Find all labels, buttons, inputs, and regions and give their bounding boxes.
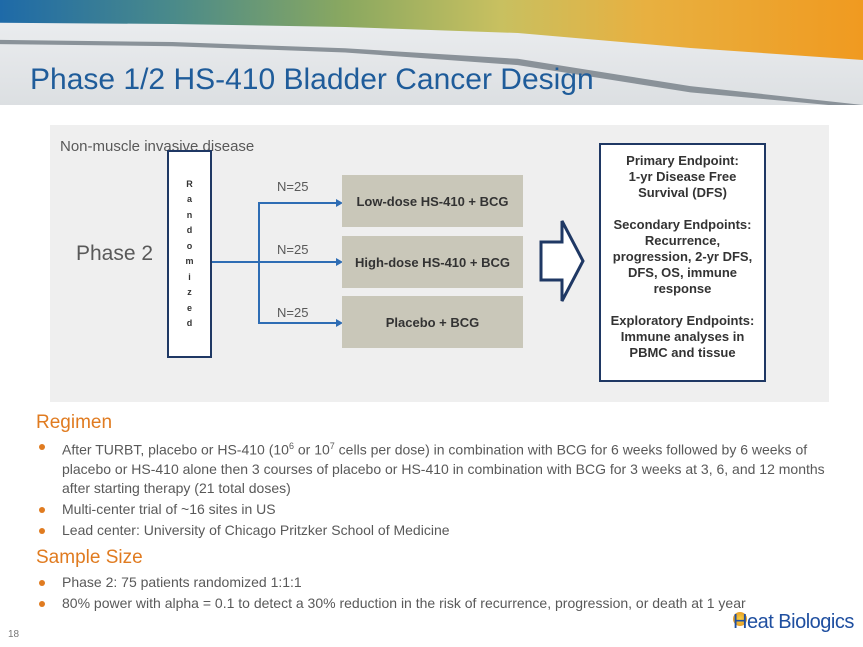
phase-label: Phase 2 [76,242,154,265]
arm-n: N=25 [277,305,309,320]
list-item: 80% power with alpha = 0.1 to detect a 3… [36,594,846,613]
text: cells per dose) in combination with BCG … [62,441,825,496]
arm-n: N=25 [277,179,309,194]
rand-letter: i [188,271,191,282]
sample-size-heading: Sample Size [36,547,143,568]
arm-n: N=25 [277,242,309,257]
exploratory-endpoints: Immune analyses in PBMC and tissue [620,329,745,360]
connector-line [258,322,338,324]
connector-line [258,202,338,204]
rand-letter: d [186,225,193,235]
arrowhead-icon [336,319,343,327]
arm-box: High-dose HS-410 + BCG [342,236,523,288]
sample-size-list: Phase 2: 75 patients randomized 1:1:1 80… [36,573,846,615]
rand-letter: e [186,302,192,313]
endpoints-box: Primary Endpoint: 1-yr Disease Free Surv… [599,143,766,382]
primary-endpoint-title: Primary Endpoint: [626,153,739,168]
list-item: Phase 2: 75 patients randomized 1:1:1 [36,573,846,592]
text: After TURBT, placebo or HS-410 (10 [62,441,289,458]
rand-letter: z [187,287,192,297]
arrowhead-icon [336,199,343,207]
list-item: After TURBT, placebo or HS-410 (106 or 1… [36,437,846,498]
connector-line [258,202,260,324]
randomized-box: R a n d o m i z e d [167,150,212,358]
regimen-list: After TURBT, placebo or HS-410 (106 or 1… [36,437,846,542]
right-arrow-icon [539,220,585,302]
regimen-heading: Regimen [36,412,113,433]
logo-sun-icon [733,612,747,626]
superscript: 7 [329,441,335,451]
rand-letter: n [186,209,193,220]
primary-endpoint: 1-yr Disease Free Survival (DFS) [628,169,737,200]
secondary-endpoint-title: Secondary Endpoints: [613,217,752,232]
rand-letter: a [186,194,192,204]
rand-letter: m [185,256,194,266]
banner-image [0,0,863,60]
list-item: Multi-center trial of ~16 sites in US [36,500,846,519]
header-banner [0,0,863,105]
rand-letter: o [186,240,193,251]
company-logo: Heat Biologics [733,611,854,633]
exploratory-endpoint-title: Exploratory Endpoints: [610,313,755,328]
list-item: Lead center: University of Chicago Pritz… [36,521,846,540]
rand-letter: d [186,318,193,328]
page-title: Phase 1/2 HS-410 Bladder Cancer Design [30,63,594,96]
population-label: Non-muscle invasive disease [60,138,255,155]
arm-box: Placebo + BCG [342,296,523,348]
arm-box: Low-dose HS-410 + BCG [342,175,523,227]
rand-letter: R [186,178,193,189]
superscript: 6 [288,441,294,451]
connector-line [212,261,338,263]
arrowhead-icon [336,258,343,266]
page-number: 18 [8,629,20,640]
text: or 10 [293,441,330,458]
secondary-endpoints: Recurrence, progression, 2-yr DFS, DFS, … [612,233,753,296]
